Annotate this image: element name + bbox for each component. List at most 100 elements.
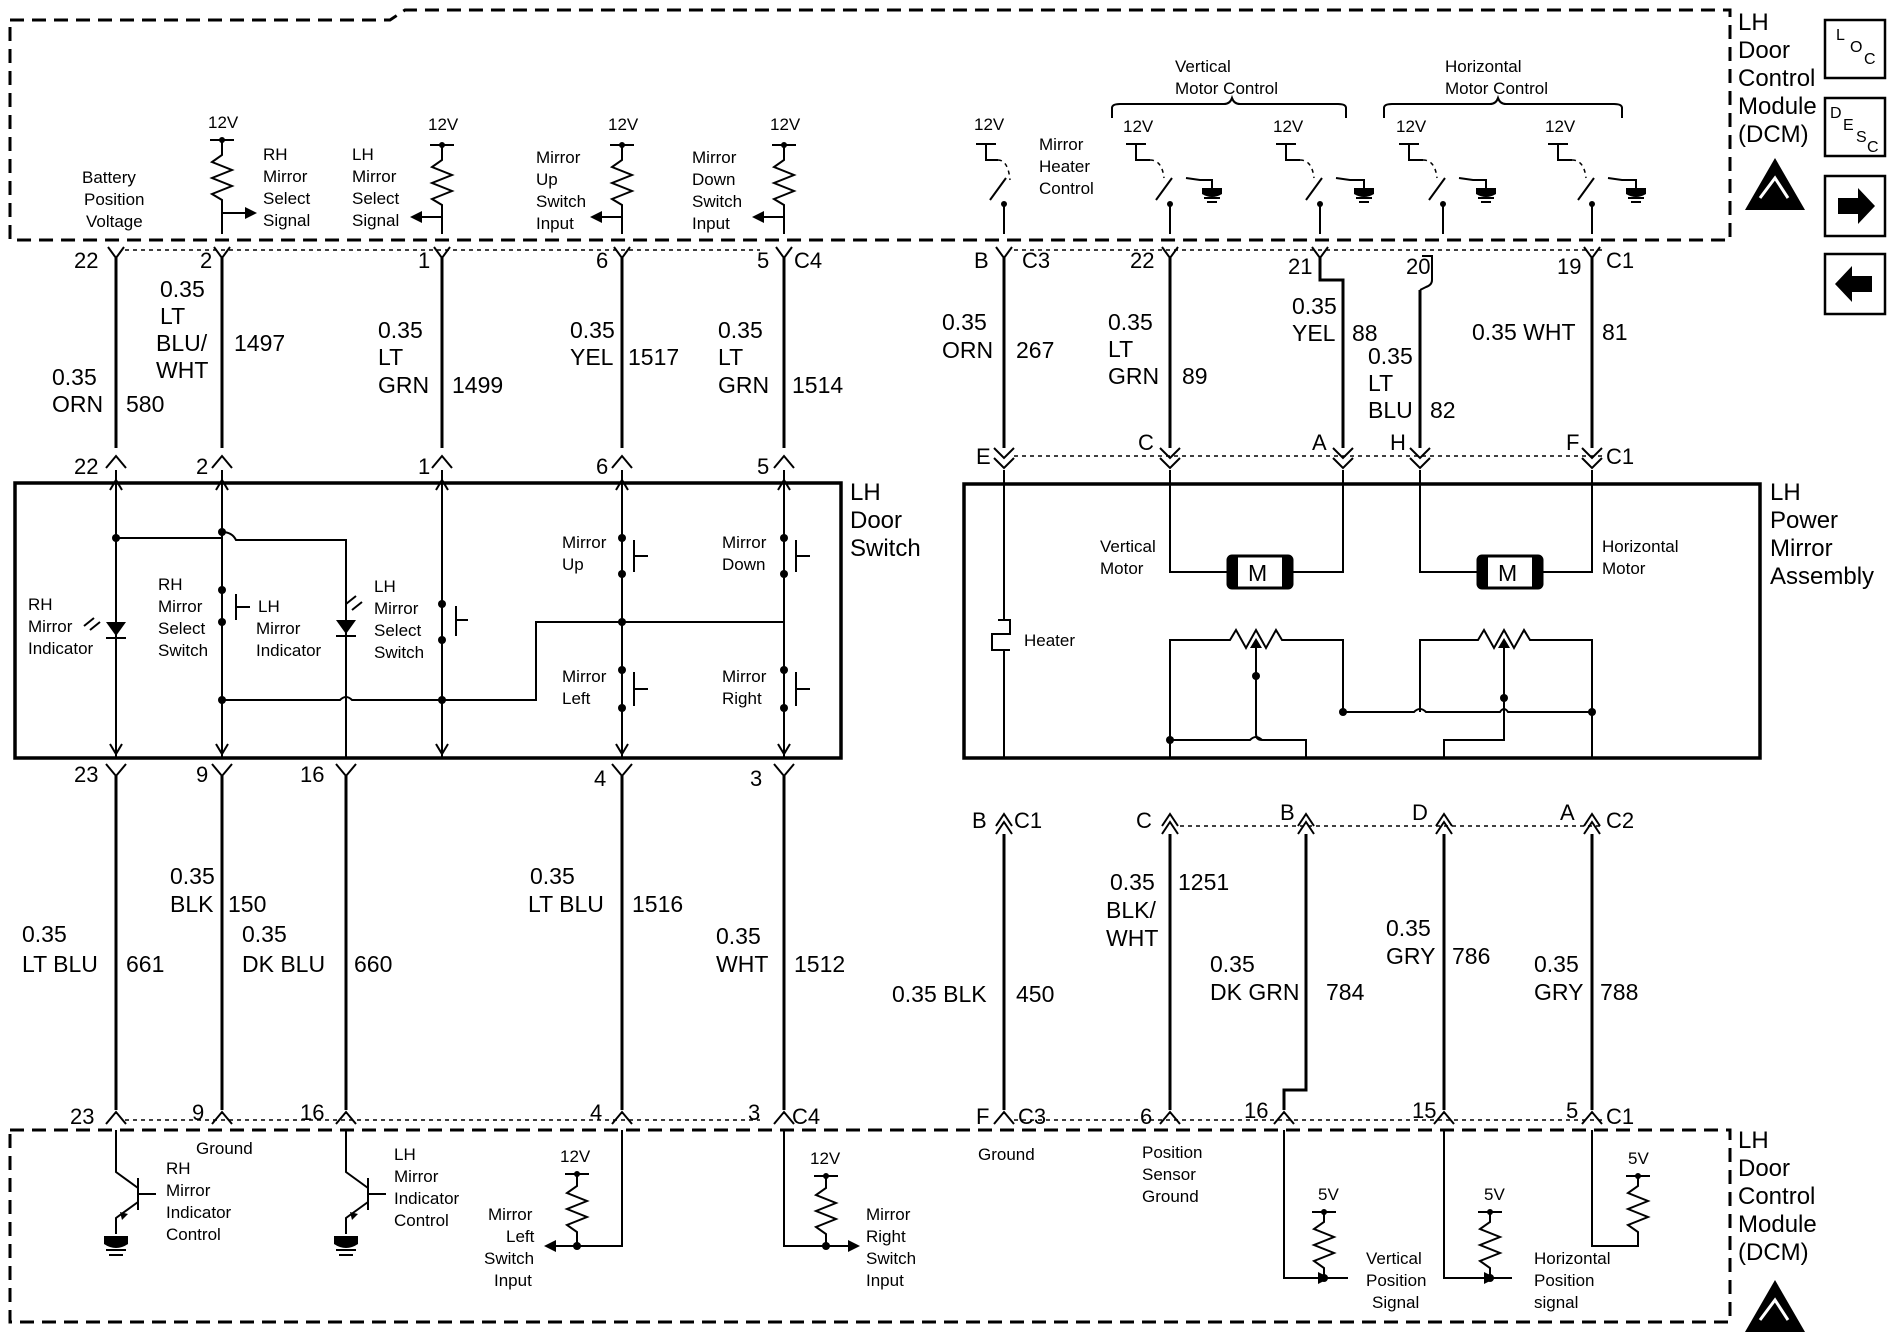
svg-text:784: 784 bbox=[1326, 979, 1365, 1005]
svg-text:GRY: GRY bbox=[1386, 943, 1435, 969]
svg-text:RH: RH bbox=[166, 1159, 191, 1178]
svg-text:O: O bbox=[1850, 39, 1862, 56]
svg-text:Module: Module bbox=[1738, 93, 1817, 120]
svg-text:WHT: WHT bbox=[716, 951, 768, 977]
next-page-button[interactable] bbox=[1823, 174, 1887, 238]
position-sensor-ground-label: Position Sensor Ground bbox=[1142, 1143, 1202, 1206]
svg-text:Select: Select bbox=[158, 619, 206, 638]
svg-text:Position: Position bbox=[1534, 1271, 1594, 1290]
svg-text:Right: Right bbox=[722, 689, 762, 708]
svg-text:LT: LT bbox=[1108, 336, 1133, 362]
svg-text:23: 23 bbox=[70, 1104, 94, 1129]
svg-text:3: 3 bbox=[750, 766, 762, 791]
svg-text:Switch: Switch bbox=[866, 1249, 916, 1268]
wire-788-label: 0.35 GRY 788 bbox=[1534, 951, 1638, 1005]
svg-text:12V: 12V bbox=[560, 1147, 591, 1166]
svg-text:267: 267 bbox=[1016, 337, 1054, 363]
svg-text:RH: RH bbox=[158, 575, 183, 594]
svg-text:23: 23 bbox=[74, 762, 98, 787]
svg-text:6: 6 bbox=[596, 248, 608, 273]
switch-top-pins: 22 2 1 6 5 bbox=[74, 454, 795, 479]
svg-text:16: 16 bbox=[300, 1100, 324, 1125]
desc-button[interactable]: D E S C bbox=[1823, 96, 1887, 158]
wire-660-label: 0.35 DK BLU 660 bbox=[242, 921, 392, 977]
svg-text:660: 660 bbox=[354, 951, 392, 977]
svg-text:22: 22 bbox=[1130, 248, 1154, 273]
mirror-bottom-pins: B C1 C B D A C2 bbox=[972, 800, 1634, 835]
svg-text:C1: C1 bbox=[1606, 1104, 1634, 1129]
svg-text:Switch: Switch bbox=[536, 192, 586, 211]
switch-bottom-pins: 23 9 16 4 3 bbox=[74, 762, 795, 791]
svg-text:12V: 12V bbox=[1273, 117, 1304, 136]
svg-text:LH: LH bbox=[394, 1145, 416, 1164]
svg-text:0.35: 0.35 bbox=[942, 309, 987, 335]
wire-267-label: 0.35 ORN 267 bbox=[942, 309, 1054, 363]
svg-text:0.35: 0.35 bbox=[1108, 309, 1153, 335]
svg-text:6: 6 bbox=[1140, 1104, 1152, 1129]
svg-text:12V: 12V bbox=[1123, 117, 1154, 136]
svg-text:Control: Control bbox=[1039, 179, 1094, 198]
dcm-bottom-module: LH Door Control Module (DCM) Ground RH M… bbox=[8, 1127, 1817, 1332]
svg-text:B: B bbox=[1280, 800, 1295, 825]
svg-text:Switch: Switch bbox=[484, 1249, 534, 1268]
svg-text:3: 3 bbox=[748, 1100, 760, 1125]
previous-page-button[interactable] bbox=[1823, 252, 1887, 316]
svg-text:Mirror: Mirror bbox=[722, 667, 767, 686]
svg-text:C4: C4 bbox=[794, 248, 822, 273]
svg-text:Assembly: Assembly bbox=[1770, 563, 1874, 590]
svg-text:5V: 5V bbox=[1628, 1149, 1649, 1168]
svg-text:C3: C3 bbox=[1022, 248, 1050, 273]
svg-text:Switch: Switch bbox=[158, 641, 208, 660]
loc-button[interactable]: L O C bbox=[1823, 18, 1887, 80]
svg-text:0.35: 0.35 bbox=[242, 921, 287, 947]
svg-text:0.35: 0.35 bbox=[378, 317, 423, 343]
svg-text:A: A bbox=[1312, 430, 1327, 455]
svg-text:DK GRN: DK GRN bbox=[1210, 979, 1299, 1005]
svg-text:LT: LT bbox=[378, 344, 403, 370]
svg-text:RH: RH bbox=[28, 595, 53, 614]
svg-text:Mirror: Mirror bbox=[394, 1167, 439, 1186]
svg-text:(DCM): (DCM) bbox=[1738, 1239, 1809, 1266]
svg-text:Up: Up bbox=[536, 170, 558, 189]
svg-text:Mirror: Mirror bbox=[166, 1181, 211, 1200]
horizontal-position-signal: 5V Horizontal Position signal bbox=[1443, 1130, 1611, 1312]
svg-text:786: 786 bbox=[1452, 943, 1490, 969]
svg-text:ORN: ORN bbox=[52, 391, 103, 417]
svg-text:15: 15 bbox=[1412, 1098, 1436, 1123]
svg-text:GRN: GRN bbox=[1108, 363, 1159, 389]
svg-text:LT: LT bbox=[1368, 370, 1393, 396]
svg-text:12V: 12V bbox=[208, 113, 239, 132]
svg-text:0.35: 0.35 bbox=[716, 923, 761, 949]
svg-text:0.35: 0.35 bbox=[1368, 343, 1413, 369]
svg-text:5: 5 bbox=[1566, 1098, 1578, 1123]
svg-text:LH: LH bbox=[1738, 1127, 1769, 1154]
svg-text:Signal: Signal bbox=[1372, 1293, 1419, 1312]
svg-text:Mirror: Mirror bbox=[536, 148, 581, 167]
svg-text:22: 22 bbox=[74, 248, 98, 273]
svg-text:WHT: WHT bbox=[1106, 925, 1158, 951]
vertical-motor-control-bracket: Vertical Motor Control bbox=[1111, 57, 1347, 118]
svg-text:Down: Down bbox=[722, 555, 765, 574]
wire-450-label: 0.35 BLK 450 bbox=[892, 981, 1054, 1007]
svg-text:C4: C4 bbox=[792, 1104, 820, 1129]
vertical-relay-2: 12V bbox=[1273, 117, 1374, 234]
svg-text:LH: LH bbox=[258, 597, 280, 616]
svg-text:Mirror: Mirror bbox=[28, 617, 73, 636]
svg-text:Switch: Switch bbox=[374, 643, 424, 662]
svg-text:12V: 12V bbox=[608, 115, 639, 134]
svg-text:12V: 12V bbox=[1545, 117, 1576, 136]
rh-mirror-select-switch: RH Mirror Select Switch bbox=[158, 575, 250, 660]
svg-text:LT BLU: LT BLU bbox=[22, 951, 98, 977]
svg-text:Up: Up bbox=[562, 555, 584, 574]
svg-text:Door: Door bbox=[850, 507, 902, 534]
wire-1251-label: 0.35 BLK/ WHT 1251 bbox=[1106, 869, 1229, 951]
ground-label: Ground bbox=[196, 1139, 253, 1158]
svg-text:5: 5 bbox=[757, 454, 769, 479]
wire-1514-label: 0.35 LT GRN 1514 bbox=[718, 317, 843, 398]
svg-text:Mirror: Mirror bbox=[374, 599, 419, 618]
mirror-left-switch: Mirror Left bbox=[562, 666, 648, 712]
vertical-relay-1: 12V bbox=[1123, 117, 1222, 234]
svg-text:0.35: 0.35 bbox=[1110, 869, 1155, 895]
svg-text:Motor Control: Motor Control bbox=[1445, 79, 1548, 98]
